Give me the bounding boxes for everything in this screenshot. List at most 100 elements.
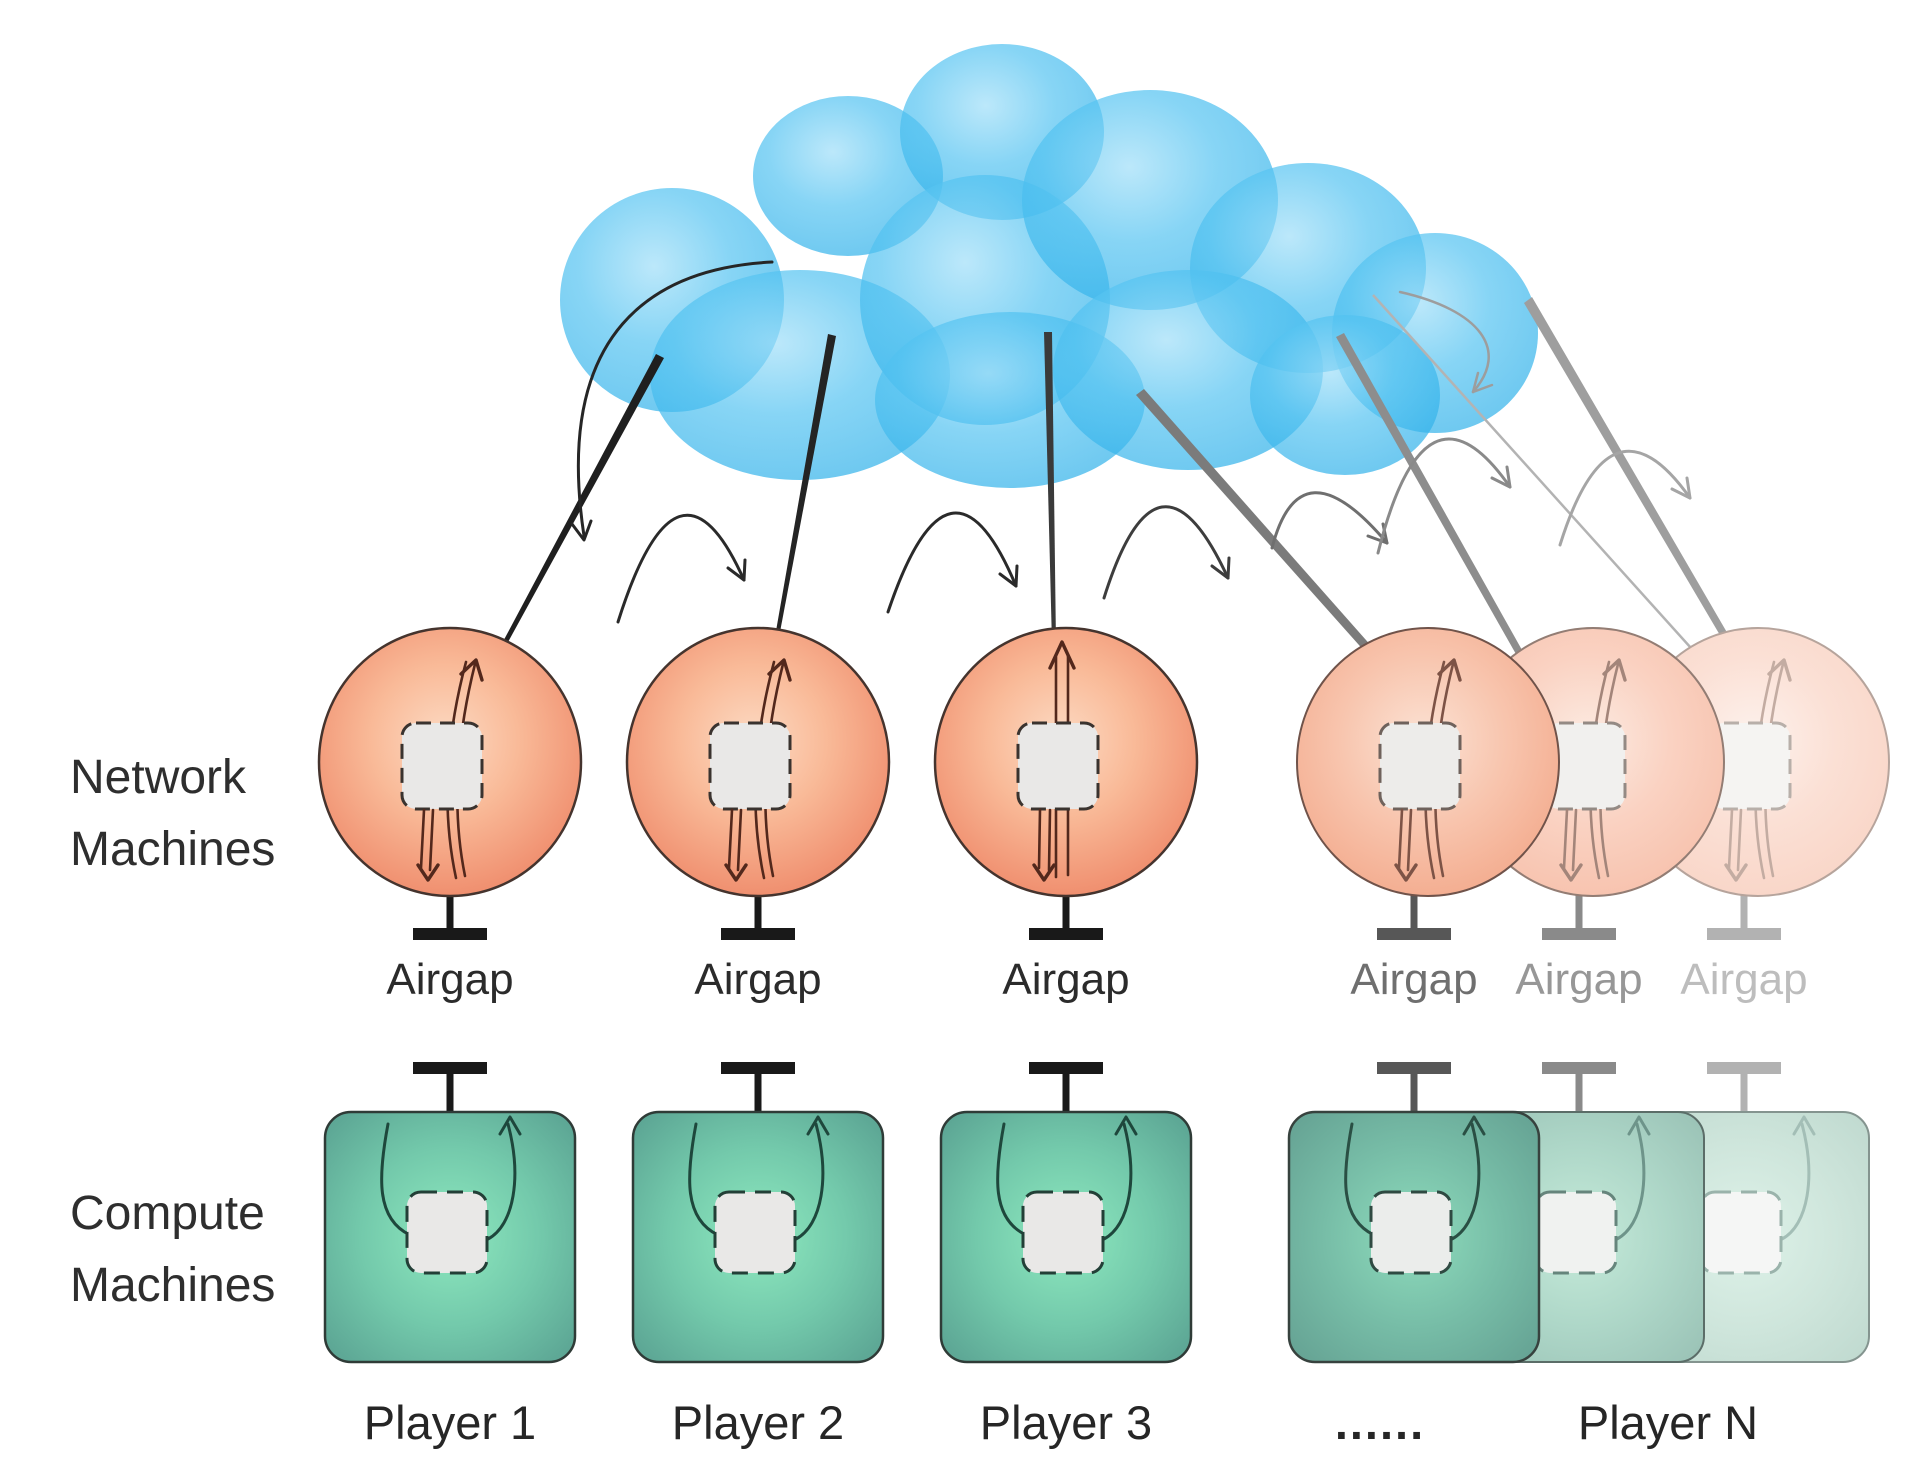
up-arrowhead-icon — [1792, 1115, 1816, 1136]
down-flow-line — [1047, 808, 1052, 872]
enclave-chip-icon — [1543, 721, 1627, 811]
player-3-label: Player 3 — [979, 1396, 1153, 1449]
curved-arrow-icon — [1270, 491, 1389, 550]
network-machines-row — [317, 626, 1890, 898]
up-flow-line — [1615, 1122, 1646, 1241]
ellipsis-label: ...... — [1334, 1396, 1426, 1449]
cloud-link-line — [1044, 332, 1056, 644]
arrowhead-icon — [570, 519, 593, 542]
arrowhead-icon — [726, 558, 747, 582]
down-flow-line — [736, 808, 743, 872]
enclave-chip-icon — [1708, 721, 1792, 811]
down-arrowhead-icon — [1559, 863, 1583, 882]
up-flow-line — [794, 1122, 825, 1241]
down-flow-line — [1562, 808, 1569, 870]
airgap-label-3: Airgap — [1002, 955, 1130, 1004]
enclave-chip-icon — [1699, 1190, 1783, 1275]
cloud-link-line — [1136, 389, 1381, 663]
down-flow-line — [380, 1122, 412, 1237]
cloud-link-line — [1372, 294, 1701, 659]
cloud-icon — [560, 44, 1538, 488]
airgap-tee-icon — [1707, 895, 1781, 1112]
up-flow-line — [1780, 1122, 1811, 1241]
data-flow-arcs — [570, 260, 1692, 624]
down-arrowhead-icon — [416, 863, 440, 882]
airgap-tee-icon — [721, 895, 795, 1112]
enclave-chip-icon — [1016, 721, 1100, 811]
down-flow-line — [1397, 808, 1404, 870]
network-machine-icon — [317, 626, 583, 898]
airgap-label-6: Airgap — [1680, 955, 1808, 1004]
curved-arrow-icon — [1376, 437, 1512, 555]
curved-arrow-icon — [886, 511, 1018, 614]
airgap-label-1: Airgap — [386, 955, 514, 1004]
cloud-link-line — [776, 334, 836, 632]
cloud-link-lines — [498, 294, 1743, 670]
compute-machine-icon — [323, 1110, 577, 1364]
network-machine-icon — [625, 626, 891, 898]
down-flow-line — [1406, 808, 1413, 872]
curved-arrow-icon — [616, 513, 746, 624]
down-arrowhead-icon — [1724, 863, 1748, 882]
down-flow-line — [1736, 808, 1743, 872]
compute-machine-icon — [939, 1110, 1193, 1364]
airgap-label-4: Airgap — [1350, 955, 1478, 1004]
up-flow-line — [1450, 1122, 1481, 1241]
compute-machine-icon — [1287, 1110, 1541, 1364]
up-arrowhead-icon — [1767, 658, 1792, 682]
enclave-chip-icon — [1021, 1190, 1105, 1275]
cloud-link-line — [1336, 333, 1531, 670]
up-arrowhead-icon — [1462, 1115, 1486, 1136]
enclave-chip-icon — [1378, 721, 1462, 811]
up-arrowhead-icon — [1602, 658, 1627, 682]
down-arrowhead-icon — [724, 863, 748, 882]
down-flow-line — [428, 808, 435, 872]
arrowhead-icon — [1670, 476, 1692, 500]
arrowhead-icon — [1490, 465, 1512, 489]
up-arrowhead-icon — [767, 658, 792, 682]
up-arrowhead-icon — [806, 1115, 830, 1136]
down-flow-line — [1727, 808, 1734, 870]
curved-arrow-icon — [1398, 290, 1490, 394]
up-arrowhead-icon — [1627, 1115, 1651, 1136]
arrowhead-icon — [1471, 371, 1494, 394]
arrowhead-icon — [1210, 556, 1231, 580]
up-flow-line — [1102, 1122, 1133, 1241]
enclave-chip-icon — [1534, 1190, 1618, 1275]
airgap-tee-icon — [1029, 895, 1103, 1112]
curved-arrow-icon — [1558, 449, 1692, 547]
down-flow-line — [727, 808, 734, 870]
airgap-tee-icon — [1377, 895, 1451, 1112]
up-flow-line — [486, 1122, 517, 1241]
enclave-chip-icon — [708, 721, 792, 811]
down-flow-line — [419, 808, 426, 870]
player-1-label: Player 1 — [363, 1396, 537, 1449]
enclave-chip-icon — [713, 1190, 797, 1275]
airgap-connectors — [413, 895, 1781, 1112]
enclave-chip-icon — [400, 721, 484, 811]
curved-arrow-icon — [1102, 505, 1230, 600]
down-flow-line — [1037, 808, 1042, 870]
airgap-label-2: Airgap — [694, 955, 822, 1004]
curved-arrow-icon — [576, 260, 774, 538]
down-arrowhead-icon — [1032, 863, 1056, 882]
down-flow-line — [996, 1122, 1028, 1237]
enclave-chip-icon — [405, 1190, 489, 1275]
up-arrowhead-icon — [498, 1115, 522, 1136]
up-arrowhead-icon — [1437, 658, 1462, 682]
network-machines-label: Network Machines — [70, 751, 276, 876]
down-arrowhead-icon — [1394, 863, 1418, 882]
compute-machines-row — [323, 1110, 1870, 1364]
enclave-chip-icon — [1369, 1190, 1453, 1275]
player-2-label: Player 2 — [671, 1396, 845, 1449]
down-flow-line — [1571, 808, 1578, 872]
down-flow-line — [1344, 1122, 1376, 1237]
compute-machine-icon — [631, 1110, 885, 1364]
up-arrowhead-icon — [459, 658, 484, 682]
up-arrowhead-icon — [1114, 1115, 1138, 1136]
network-machine-icon — [933, 626, 1199, 898]
compute-machines-label: Compute Machines — [70, 1187, 276, 1312]
cloud-link-line — [1524, 297, 1743, 664]
